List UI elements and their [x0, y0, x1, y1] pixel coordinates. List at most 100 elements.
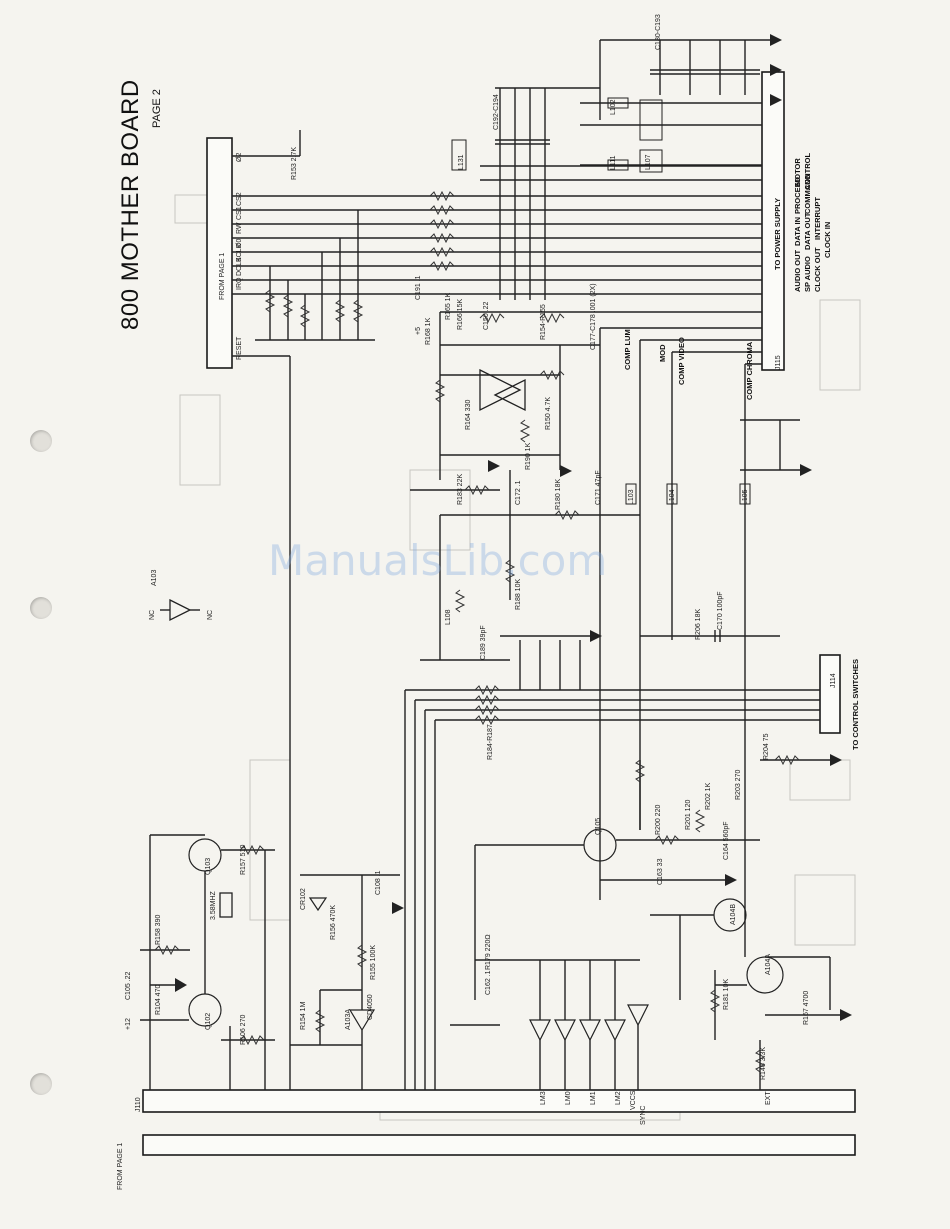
- punch-hole-middle: [30, 597, 52, 619]
- label-r164: R164 330: [465, 400, 472, 430]
- label-r204: R204 75: [763, 733, 770, 760]
- net-lm1: LM1: [590, 1091, 597, 1105]
- capacitor-array-top: [495, 34, 782, 300]
- net-a104b: A104B: [730, 904, 737, 925]
- pin-audio-out: AUDIO OUT: [793, 250, 802, 293]
- signal-rw: RW: [236, 222, 243, 234]
- pin-sp-audio: SP AUDIO: [803, 256, 812, 292]
- label-r158: R158 390: [155, 915, 162, 945]
- component-labels: R153 2.7K R168 1K R166 15K C150 .22 C191…: [125, 14, 810, 1080]
- net-l111: L111: [610, 155, 617, 170]
- net-cd4050: CD4050: [367, 994, 374, 1020]
- label-r154b: R154 1M: [300, 1001, 307, 1030]
- label-c172: C172 .1: [515, 480, 522, 505]
- net-mod: MOD: [658, 344, 667, 362]
- signal-phi0: Ø0: [236, 239, 243, 248]
- label-r157: R157 510: [240, 845, 247, 875]
- pin-clock-out: CLOCK OUT: [813, 247, 822, 292]
- oscillator-section: [140, 834, 275, 1090]
- label-r190: R190 1K: [525, 442, 532, 470]
- net-l103: L103: [628, 489, 635, 505]
- label-r201: R201 120: [685, 800, 692, 830]
- signal-cs2: CS2: [236, 192, 243, 206]
- label-r156: R156 470K: [330, 905, 337, 940]
- net-lm2: LM2: [615, 1091, 622, 1105]
- pin-motor: MOTOR: [793, 158, 802, 186]
- a103-label: A103: [151, 570, 158, 586]
- label-r203: R203 270: [735, 770, 742, 800]
- label-c163: C163 33: [657, 858, 664, 885]
- j110-label: J110: [135, 1097, 142, 1112]
- net-q103: Q103: [205, 858, 212, 875]
- nc-label-right: NC: [207, 610, 214, 620]
- net-comp-video: COMP VIDEO: [677, 337, 686, 385]
- signal-phi2: Ø2: [236, 153, 243, 162]
- j114-label: J114: [830, 673, 837, 688]
- net-plus12: +12: [125, 1018, 132, 1030]
- page-title: 800 MOTHER BOARD: [117, 79, 144, 330]
- j115-label: J115: [775, 355, 782, 370]
- net-lm0: LM0: [565, 1091, 572, 1105]
- net-a103a: A103A: [345, 1009, 352, 1030]
- mid-left-section: [410, 470, 640, 690]
- label-r104: R104 470: [155, 985, 162, 1015]
- net-l108: L108: [445, 609, 452, 625]
- label-c189: C189 39pF: [480, 625, 487, 660]
- net-xtal: 3.58MHZ: [210, 890, 217, 920]
- pin-interrupt: INTERRUPT: [813, 197, 822, 240]
- watermark: ManualsLib.com: [268, 536, 607, 585]
- net-comp-chroma: COMP CHROMA: [745, 341, 754, 400]
- nc-label-left: NC: [149, 610, 156, 620]
- label-c170: C170 100pF: [717, 591, 724, 630]
- net-l131: L131: [458, 154, 465, 170]
- label-c192: C192-C194: [493, 94, 500, 130]
- net-sync: SYNC: [640, 1106, 647, 1125]
- transistor-a104-area: [650, 898, 852, 1090]
- j114-caption: TO CONTROL SWITCHES: [851, 659, 860, 750]
- label-r181: R181 10K: [723, 979, 730, 1010]
- label-r165: R165 1K: [445, 292, 452, 320]
- audio-section: [434, 312, 600, 480]
- label-r200: R200 220: [655, 805, 662, 835]
- control-switch-wires: [404, 684, 820, 1090]
- label-r167: R167 4700: [803, 991, 810, 1025]
- label-c108: C108 .1: [375, 870, 382, 895]
- j114-connector: [819, 654, 841, 734]
- signal-irq: IRQ: [236, 277, 243, 290]
- resistor-array-top: [429, 190, 455, 272]
- j115-pin-labels: AUDIO OUT SP AUDIO CLOCK OUT CLOCK IN DA…: [793, 153, 832, 292]
- label-c171: C171 47pF: [595, 470, 602, 505]
- label-r168: R168 1K: [425, 317, 432, 345]
- pin-proceed: PROCEED: [793, 176, 802, 214]
- label-r184: R184-R187: [487, 724, 494, 760]
- label-cr102: CR102: [300, 888, 307, 910]
- label-r206: R206 18K: [695, 609, 702, 640]
- cd4050-buffer: [290, 874, 404, 1090]
- net-l105: L105: [742, 489, 749, 505]
- net-q102: Q102: [205, 1013, 212, 1030]
- label-r183: R183 22K: [457, 474, 464, 505]
- page-subtitle: PAGE 2: [151, 89, 163, 128]
- buffer-gates: [450, 959, 649, 1090]
- label-r150: R150 4.7K: [545, 397, 552, 430]
- signal-reset: RESET: [236, 336, 243, 360]
- net-l102: L102: [610, 99, 617, 115]
- net-lm3: LM3: [540, 1091, 547, 1105]
- net-plus5-a: +5: [415, 327, 422, 335]
- net-a104a: A104A: [765, 954, 772, 975]
- label-r202: R202 1K: [705, 782, 712, 810]
- punch-hole-top: [30, 430, 52, 452]
- label-c162: C162 .1: [485, 970, 492, 995]
- label-r106: R106 270: [240, 1015, 247, 1045]
- label-r180: R180 18K: [555, 479, 562, 510]
- punch-hole-bottom: [30, 1073, 52, 1095]
- j110-connector: [142, 1089, 856, 1113]
- pullup-resistors: [255, 210, 375, 341]
- net-l104: L104: [669, 489, 676, 505]
- video-section: [599, 328, 812, 920]
- bleed-through-marks: [174, 194, 861, 1121]
- pin-clock-in: CLOCK IN: [823, 222, 832, 258]
- net-comp-lum: COMP LUM: [623, 329, 632, 370]
- a103-buffer-symbol: [160, 598, 200, 622]
